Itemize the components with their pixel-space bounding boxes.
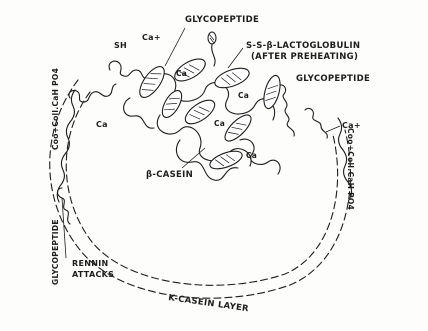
label-ca-4: Ca	[246, 151, 257, 160]
label-lactoglobulin-1: S-S-β-LACTOGLOBULIN	[246, 41, 360, 51]
casein-oval-8	[158, 88, 185, 121]
casein-oval-4	[261, 74, 283, 110]
label-glycopeptide-right: GLYCOPEPTIDE	[296, 74, 370, 84]
label-ca-1: Ca	[176, 69, 187, 78]
glycopeptide-chain-top-left	[109, 61, 148, 78]
label-colloidal-left: Coo+Coll.CaH PO4	[51, 68, 60, 150]
casein-oval-7	[208, 148, 245, 173]
casein-oval-5	[181, 96, 218, 129]
label-rennin-2: ATTACKS	[72, 270, 114, 279]
label-ca-left: Ca	[96, 120, 108, 129]
label-glycopeptide-left: GLYCOPEPTIDE	[51, 219, 60, 285]
casein-coil-4	[124, 98, 154, 128]
label-glycopeptide-top: GLYCOPEPTIDE	[185, 15, 259, 25]
pointer-ca-right	[326, 126, 340, 132]
glycopeptide-chain-rr	[305, 108, 327, 138]
casein-oval-1	[135, 63, 169, 102]
label-lactoglobulin-2: (AFTER PREHEATING)	[251, 52, 358, 62]
label-sh: SH	[114, 41, 127, 50]
label-ca-3: Ca	[214, 119, 225, 128]
label-rennin-1: RENNIN	[72, 259, 109, 268]
glycopeptide-chain-left	[69, 84, 116, 102]
casein-oval-3	[212, 64, 251, 91]
glycopeptide-chain-right	[278, 85, 294, 136]
lactoglobulin-blob	[208, 32, 216, 66]
label-ca-2: Ca	[238, 91, 249, 100]
pointer-glycopeptide-top	[165, 28, 185, 66]
pointer-lactoglobulin	[228, 48, 243, 68]
label-beta-casein: β-CASEIN	[146, 170, 193, 180]
label-ca-plus-top: Ca+	[142, 33, 161, 42]
label-colloidal-right: Coo+Coll.CaH PO4	[346, 128, 355, 210]
